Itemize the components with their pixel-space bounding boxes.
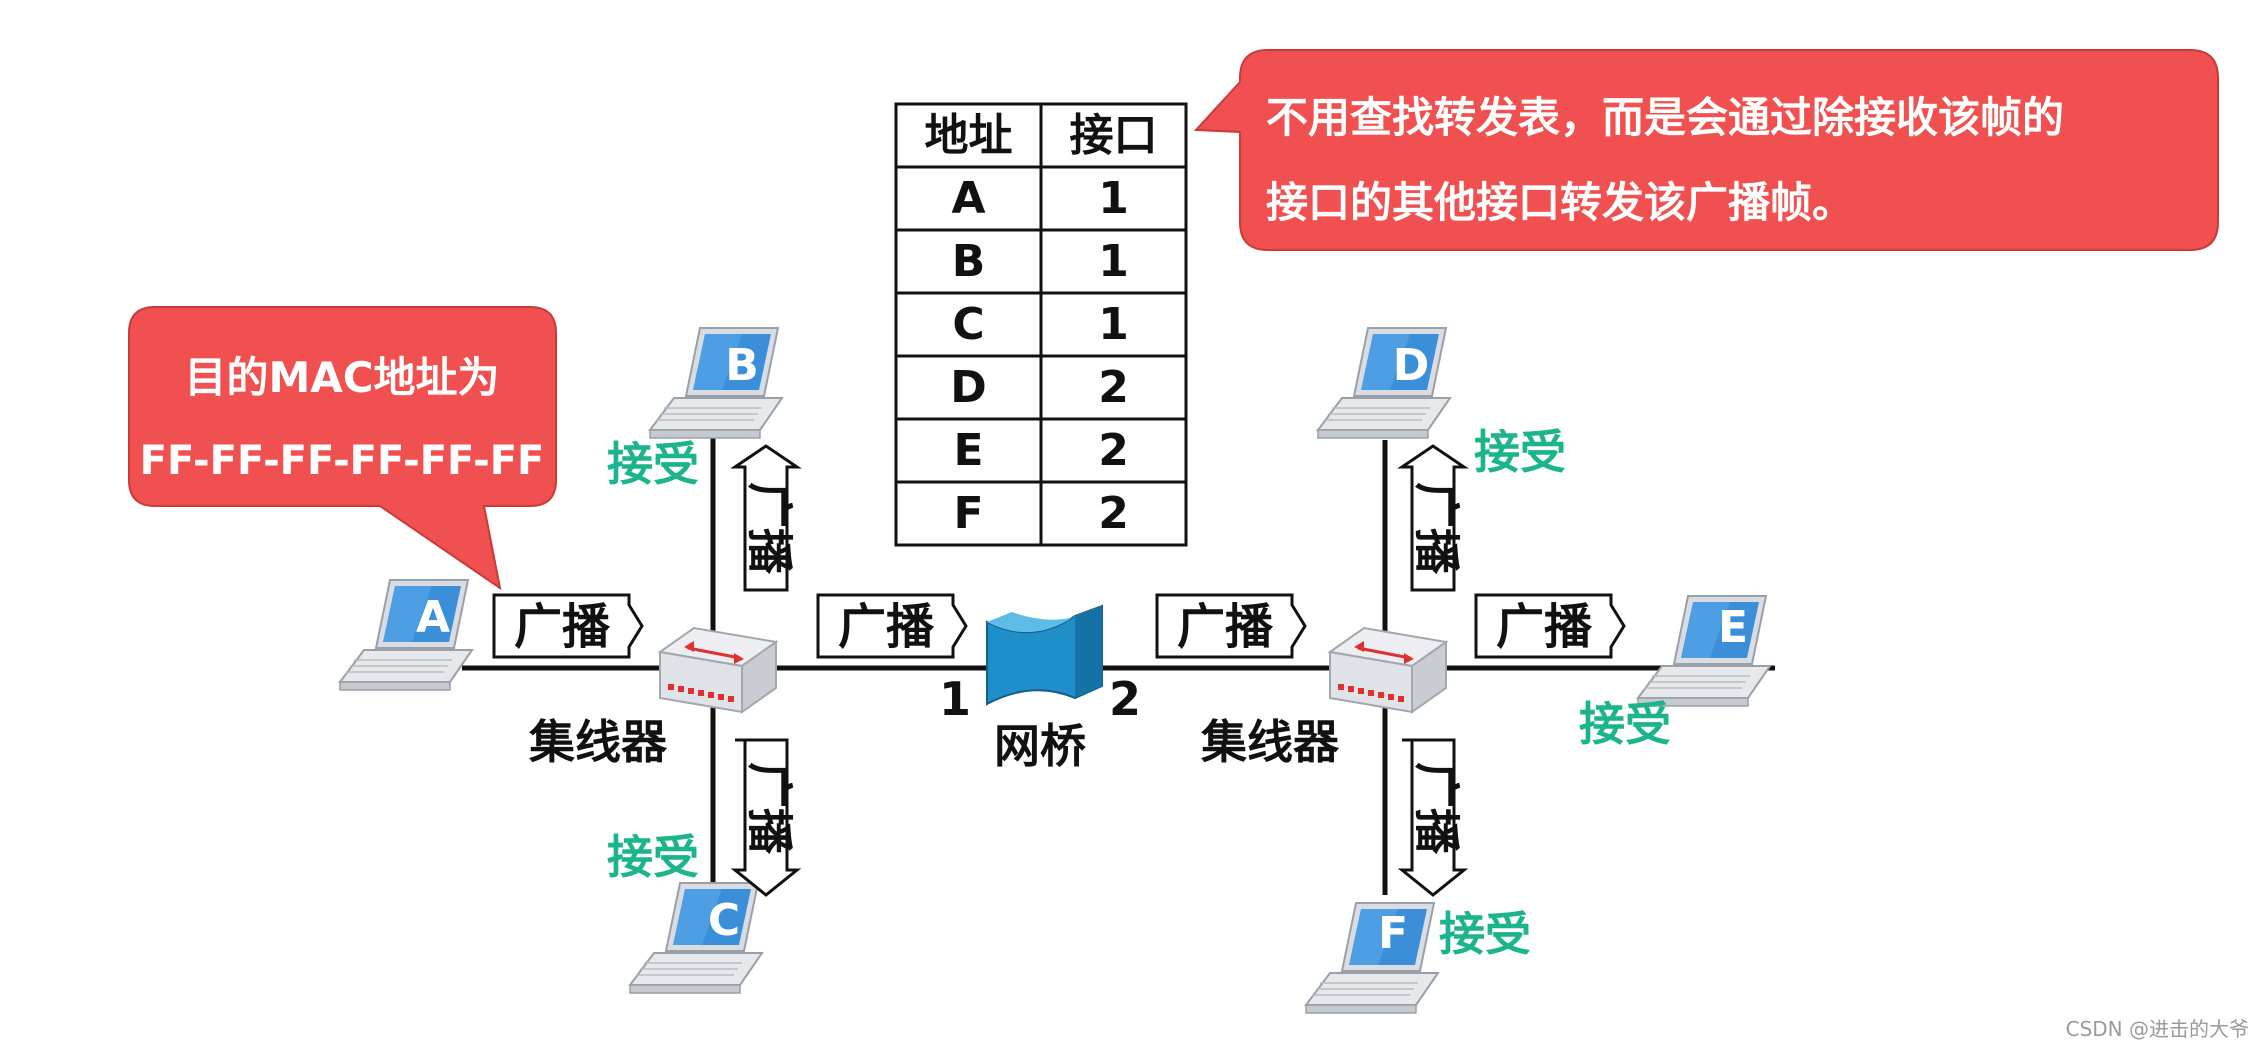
table-cell-interface: 1 xyxy=(1098,173,1129,224)
host-a-label: A xyxy=(416,592,450,643)
host-d-label: D xyxy=(1393,340,1430,391)
hub-right-label: 集线器 xyxy=(1200,715,1340,769)
host-e-label: E xyxy=(1718,602,1748,653)
table-cell-interface: 2 xyxy=(1098,488,1129,539)
broadcast-text-a: 广播 xyxy=(514,599,611,655)
table-cell-address: E xyxy=(953,425,983,476)
callout-left-line1: 目的MAC地址为 xyxy=(184,353,499,402)
table-cell-interface: 1 xyxy=(1098,299,1129,350)
host-c-label: C xyxy=(708,895,740,946)
table-cell-address: A xyxy=(951,173,985,224)
table-cell-address: D xyxy=(950,362,987,413)
broadcast-text-to-bridge: 广播 xyxy=(838,599,935,655)
table-header-address: 地址 xyxy=(925,110,1013,161)
accept-label-e: 接受 xyxy=(1579,697,1671,751)
host-f-laptop-icon xyxy=(1305,902,1439,1014)
table-cell-interface: 1 xyxy=(1098,236,1129,287)
bridge-port-1: 1 xyxy=(939,672,971,726)
table-cell-address: B xyxy=(952,236,986,287)
hub-right-icon xyxy=(1328,626,1448,714)
callout-left: 目的MAC地址为 FF-FF-FF-FF-FF-FF xyxy=(128,306,557,591)
table-header-interface: 接口 xyxy=(1070,110,1158,161)
host-b-laptop-icon xyxy=(649,327,783,439)
watermark: CSDN @进击的大爷 xyxy=(2065,1017,2249,1041)
bridge-icon xyxy=(986,604,1103,706)
broadcast-text-f: 广播 xyxy=(1410,762,1464,855)
broadcast-text-from-bridge: 广播 xyxy=(1177,599,1274,655)
broadcast-arrow-f: 广播 xyxy=(1397,738,1469,897)
broadcast-text-e: 广播 xyxy=(1496,599,1593,655)
callout-left-line2: FF-FF-FF-FF-FF-FF xyxy=(140,438,545,484)
host-d-laptop-icon xyxy=(1317,327,1451,439)
broadcast-text-b: 广播 xyxy=(743,482,797,575)
host-c-laptop-icon xyxy=(629,882,763,994)
host-b-label: B xyxy=(725,340,759,391)
accept-label-b: 接受 xyxy=(607,437,699,491)
broadcast-text-c: 广播 xyxy=(743,762,797,855)
host-f-label: F xyxy=(1378,908,1408,959)
accept-label-c: 接受 xyxy=(607,830,699,884)
table-cell-address: F xyxy=(953,488,983,539)
host-e-laptop-icon xyxy=(1637,595,1771,707)
broadcast-text-d: 广播 xyxy=(1410,482,1464,575)
table-cell-interface: 2 xyxy=(1098,425,1129,476)
broadcast-arrow-b: 广播 xyxy=(730,444,802,592)
hub-left-label: 集线器 xyxy=(528,715,668,769)
broadcast-arrow-d: 广播 xyxy=(1397,444,1469,592)
callout-right-line2: 接口的其他接口转发该广播帧。 xyxy=(1266,178,1854,227)
callout-right: 不用查找转发表，而是会通过除接收该帧的 接口的其他接口转发该广播帧。 xyxy=(1193,49,2219,251)
table-cell-interface: 2 xyxy=(1098,362,1129,413)
table-cell-address: C xyxy=(952,299,984,350)
host-a-laptop-icon xyxy=(339,579,473,691)
accept-label-d: 接受 xyxy=(1474,425,1566,479)
bridge-port-2: 2 xyxy=(1109,672,1141,726)
accept-label-f: 接受 xyxy=(1439,907,1531,961)
broadcast-arrow-c: 广播 xyxy=(730,738,802,897)
bridge-label: 网桥 xyxy=(994,719,1086,773)
hub-left-icon xyxy=(658,626,778,714)
callout-right-line1: 不用查找转发表，而是会通过除接收该帧的 xyxy=(1266,93,2064,142)
